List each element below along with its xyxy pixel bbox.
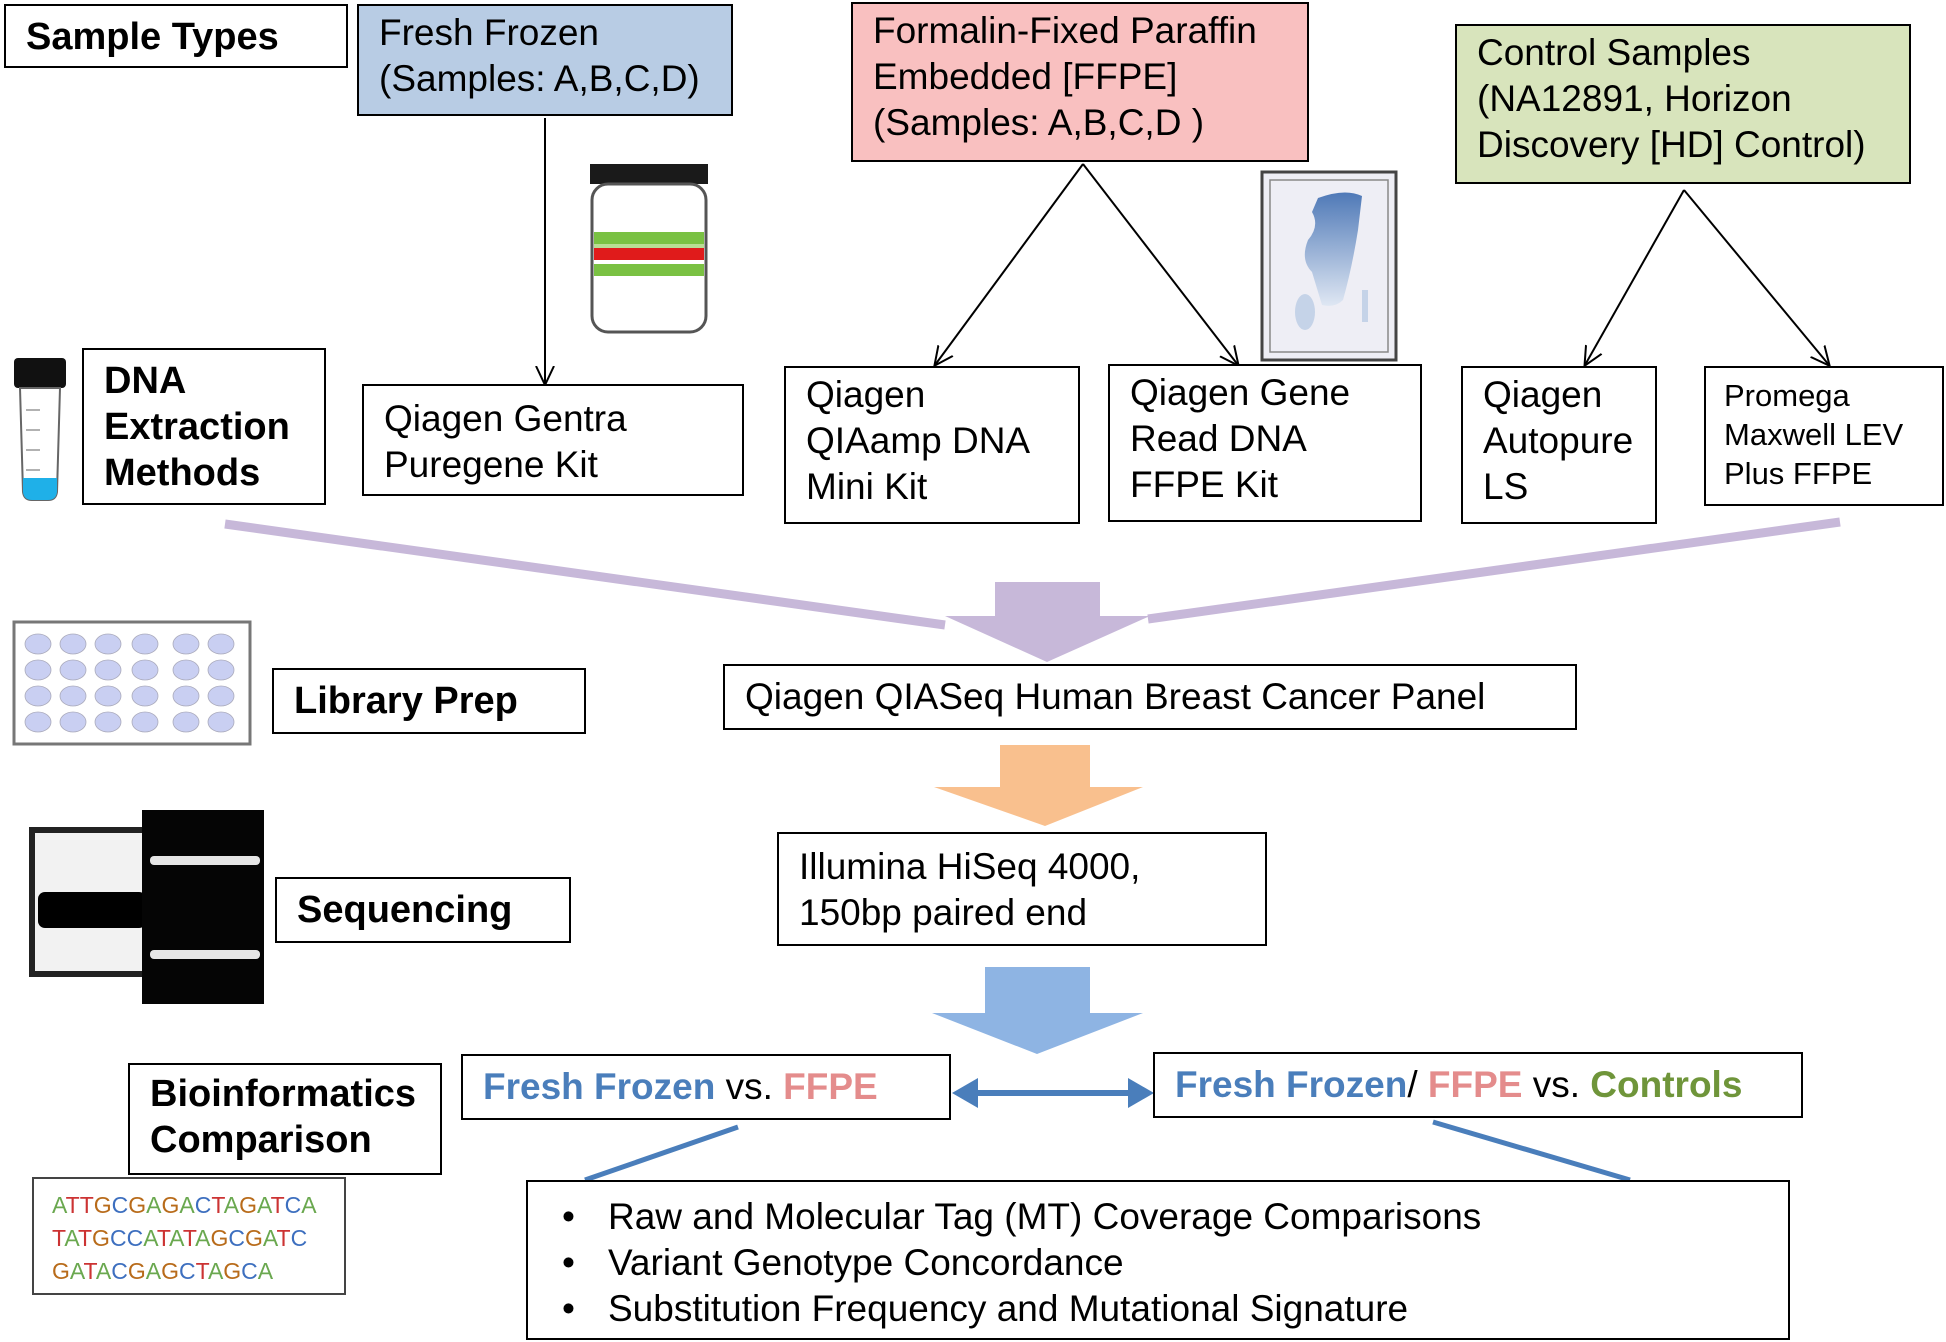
arrow-control-to-maxwell [1683,189,1829,365]
connector-right [1432,1119,1631,1183]
flow-cell-icon [29,810,264,1004]
purple-down-arrow [945,582,1150,662]
analysis-item: Variant Genotype Concordance [562,1240,1768,1286]
dna-sequence-line: ATTGCGAGACTAGATCA [52,1192,317,1218]
plate-well [131,685,159,707]
plate-well [172,633,200,655]
ffpe-box: Formalin-Fixed Paraffin Embedded [FFPE] … [851,2,1309,162]
plate-well [24,685,52,707]
arrow-control-to-autopure [1585,189,1685,365]
plate-well [94,633,122,655]
label-ffpe: FFPE [783,1066,878,1107]
plate-well [207,685,235,707]
label-controls: Controls [1590,1064,1743,1105]
sequencing-platform-box: Illumina HiSeq 4000, 150bp paired end [777,832,1267,946]
plate-well [24,633,52,655]
plate-well [207,633,235,655]
specimen-tube-icon [590,164,708,334]
label-fresh-frozen: Fresh Frozen [1175,1064,1408,1105]
analysis-list: Raw and Molecular Tag (MT) Coverage Comp… [548,1194,1768,1332]
analysis-item: Substitution Frequency and Mutational Si… [562,1286,1768,1332]
plate-well [24,711,52,733]
compare-samples-vs-controls: Fresh Frozen/ FFPE vs. Controls [1153,1052,1803,1118]
plate-well [131,659,159,681]
dna-sequence-box: ATTGCGAGACTAGATCA TATGCCATATAGCGATC GATACG… [32,1177,346,1295]
label-slash: / [1407,1064,1428,1105]
sequencing-label: Sequencing [275,877,571,943]
plate-well [59,633,87,655]
plate-well [131,711,159,733]
dna-extraction-label: DNA Extraction Methods [82,348,326,505]
label-ffpe: FFPE [1427,1064,1523,1105]
library-panel-box: Qiagen QIASeq Human Breast Cancer Panel [723,664,1577,730]
arrow-ffpe-to-qiaamp [935,163,1084,365]
compare-fresh-vs-ffpe: Fresh Frozen vs. FFPE [461,1054,951,1120]
plate-well [94,685,122,707]
purple-line-right [1147,517,1841,624]
plate-well [59,685,87,707]
orange-down-arrow [934,745,1143,826]
falcon-tube-icon [14,358,66,501]
bioinformatics-label: Bioinformatics Comparison [128,1063,442,1175]
plate-well [172,711,200,733]
blue-down-arrow [932,967,1143,1054]
generead-box: Qiagen Gene Read DNA FFPE Kit [1108,364,1422,522]
library-prep-label: Library Prep [272,668,586,734]
plate-well [59,711,87,733]
purple-line-left [224,519,946,630]
dna-sequence-line: TATGCCATATAGCGATC [52,1225,308,1251]
gentra-puregene-box: Qiagen Gentra Puregene Kit [362,384,744,496]
tissue-slide-icon [1260,170,1398,362]
autopure-box: Qiagen Autopure LS [1461,366,1657,524]
plate-well [172,659,200,681]
plate-well [94,659,122,681]
analysis-item: Raw and Molecular Tag (MT) Coverage Comp… [562,1194,1768,1240]
plate-well [94,711,122,733]
maxwell-box: Promega Maxwell LEV Plus FFPE [1704,366,1944,506]
label-vs: vs. [715,1066,784,1107]
well-plate-icon [12,620,252,746]
connector-left [584,1124,739,1183]
label-vs: vs. [1522,1064,1591,1105]
control-samples-box: Control Samples (NA12891, Horizon Discov… [1455,24,1911,184]
plate-well [172,685,200,707]
dna-sequence-line: GATACGAGCTAGCA [52,1258,274,1284]
plate-well [207,711,235,733]
plate-well [59,659,87,681]
fresh-frozen-box: Fresh Frozen (Samples: A,B,C,D) [357,4,733,116]
arrow-ffpe-to-generead [1082,163,1238,365]
plate-well [207,659,235,681]
plate-well [24,659,52,681]
qiaamp-box: Qiagen QIAamp DNA Mini Kit [784,366,1080,524]
analysis-list-box: Raw and Molecular Tag (MT) Coverage Comp… [526,1180,1790,1340]
plate-well [131,633,159,655]
compare-double-arrow [952,1078,1154,1108]
label-fresh-frozen: Fresh Frozen [483,1066,716,1107]
sample-types-label: Sample Types [4,4,348,68]
